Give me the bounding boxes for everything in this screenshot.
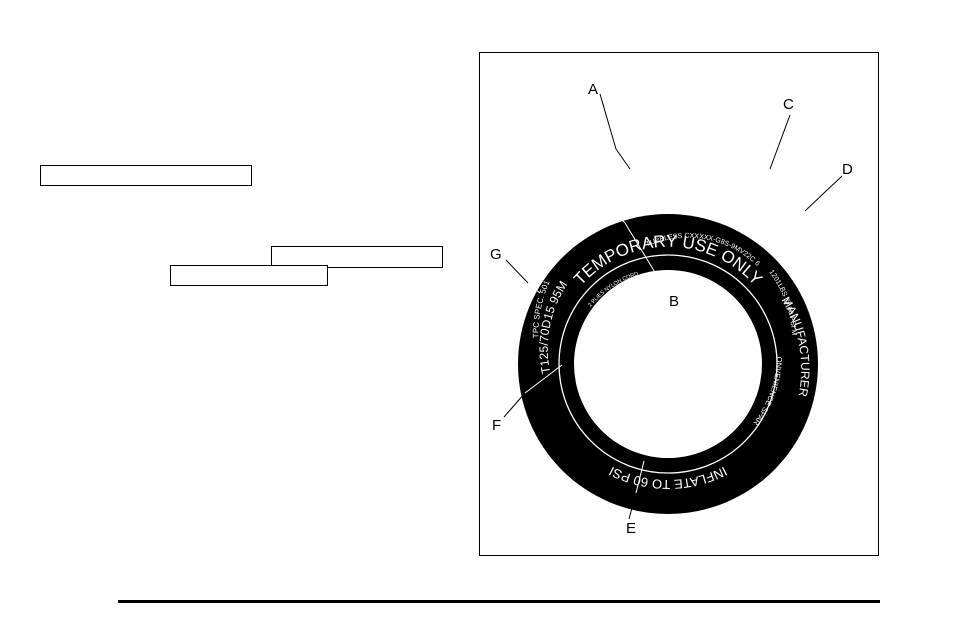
callout-c: C [783, 96, 794, 113]
leader-e-inner [635, 460, 645, 494]
leader-b-inner [624, 222, 674, 303]
tire-sidewall-figure: TEMPORARY USE ONLY TUBELESS CXXXXX-G8S-9… [479, 52, 879, 556]
footer-rule [118, 600, 880, 603]
cross-reference-box-3[interactable] [170, 265, 328, 286]
leader-g [505, 259, 529, 284]
cross-reference-box-2[interactable] [271, 246, 443, 268]
callout-f: F [492, 417, 501, 434]
leader-f-inner [524, 364, 563, 394]
tire-diagram: TEMPORARY USE ONLY TUBELESS CXXXXX-G8S-9… [480, 53, 853, 537]
leader-e [628, 492, 637, 520]
leader-c-inner [761, 168, 771, 194]
callout-b: B [669, 293, 679, 310]
callout-d: D [842, 161, 853, 178]
leader-a [615, 148, 631, 170]
leader-a-outer [599, 93, 617, 150]
leader-g-inner [527, 282, 541, 294]
tire-bead-line [558, 254, 778, 474]
callout-g: G [490, 246, 502, 263]
leader-d-inner [788, 210, 806, 227]
callout-a: A [588, 81, 598, 98]
leader-b-end [617, 215, 626, 224]
leader-c [769, 114, 791, 170]
wheel-opening [574, 270, 762, 458]
leader-d [804, 175, 843, 212]
callout-leader-lines [503, 93, 843, 520]
leader-f [503, 392, 526, 418]
callout-e: E [626, 520, 636, 537]
cross-reference-box-1[interactable] [40, 165, 252, 186]
